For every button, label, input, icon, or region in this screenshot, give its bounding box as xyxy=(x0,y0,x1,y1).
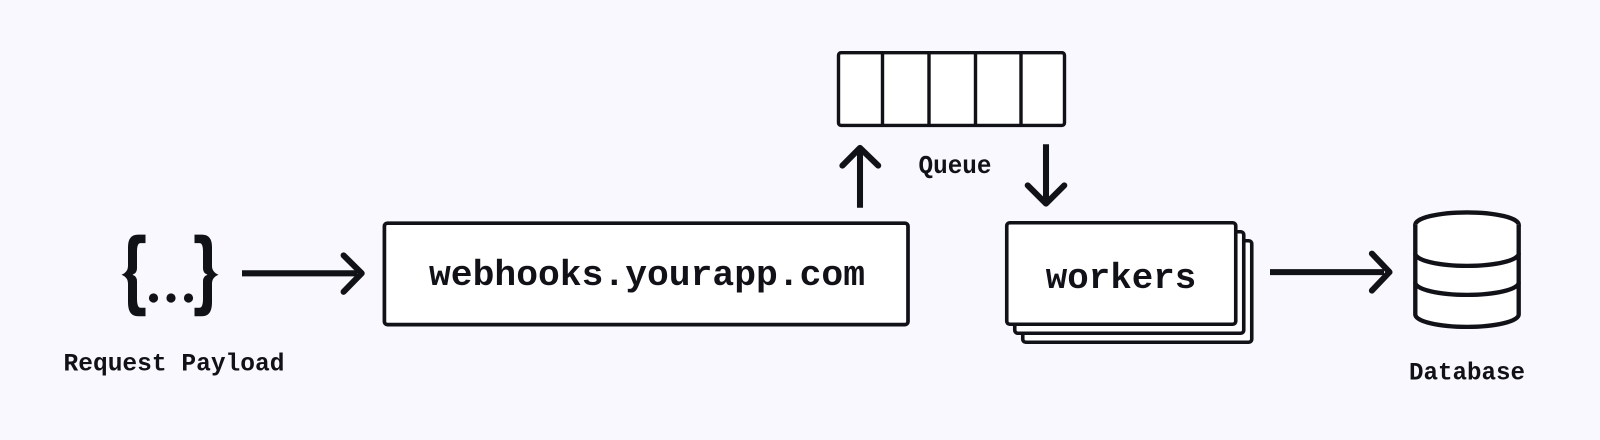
svg-text:Database: Database xyxy=(1409,359,1525,388)
svg-text:Request Payload: Request Payload xyxy=(64,350,285,379)
svg-text:workers: workers xyxy=(1046,258,1197,299)
svg-text:Queue: Queue xyxy=(919,151,992,181)
svg-text:webhooks.yourapp.com: webhooks.yourapp.com xyxy=(429,255,865,296)
